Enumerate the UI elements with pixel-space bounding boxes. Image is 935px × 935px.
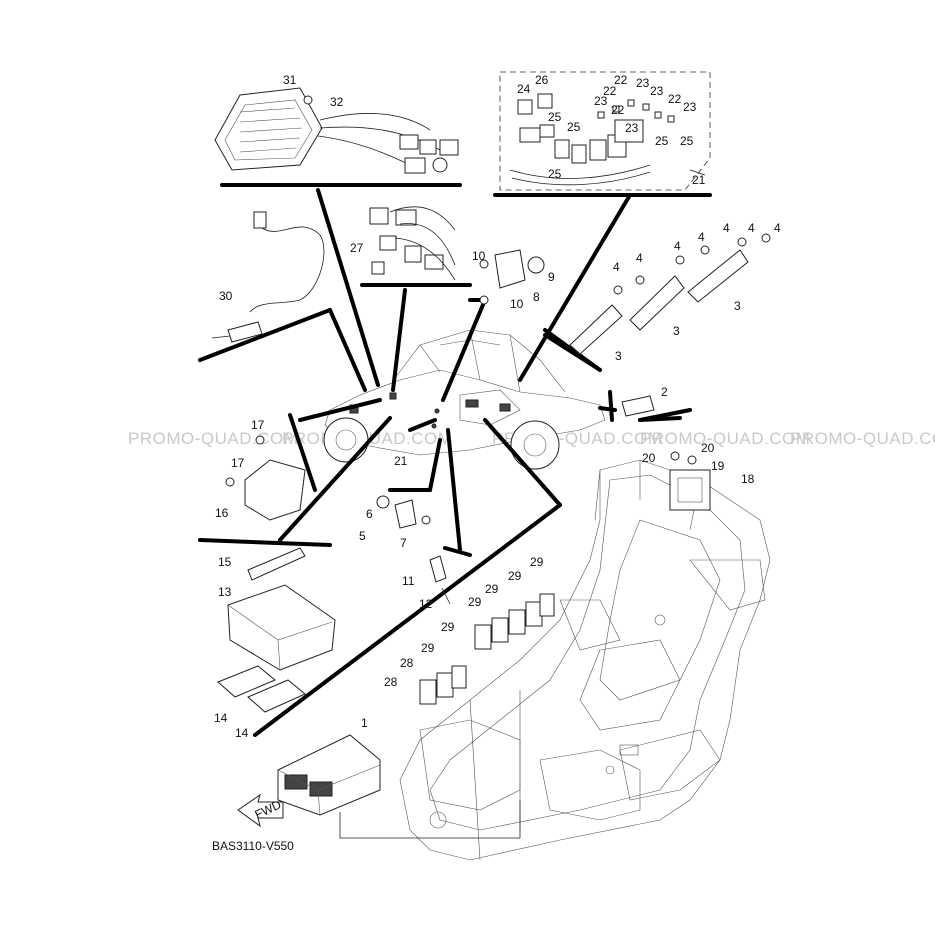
callout-4b: 4 <box>636 251 643 265</box>
callouts: 31 32 24 26 22 23 22 23 22 23 23 22 25 2… <box>214 73 781 740</box>
callout-11: 11 <box>402 574 415 588</box>
callout-12: 12 <box>419 597 433 611</box>
part-31-module <box>214 87 459 174</box>
callout-1: 1 <box>361 716 368 730</box>
callout-7: 7 <box>400 536 407 550</box>
callout-22d: 22 <box>611 103 625 117</box>
callout-19: 19 <box>711 459 725 473</box>
callout-28b: 28 <box>384 675 398 689</box>
leader-lines <box>198 183 712 737</box>
frame-chassis <box>399 459 771 861</box>
part-3-injectors <box>569 233 771 355</box>
watermark-4: PROMO-QUAD.COM <box>640 429 810 448</box>
watermark-1: PROMO-QUAD.COM <box>128 429 298 448</box>
callout-3a: 3 <box>734 299 741 313</box>
callout-25e: 25 <box>548 167 562 181</box>
fwd-arrow: FWD <box>237 793 284 828</box>
callout-23a: 23 <box>636 76 650 90</box>
part-21-relay-box <box>499 71 711 191</box>
callout-17b: 17 <box>231 456 245 470</box>
callout-25b: 25 <box>567 120 581 134</box>
callout-22a: 22 <box>614 73 628 87</box>
callout-16: 16 <box>215 506 229 520</box>
callout-23e: 23 <box>625 121 639 135</box>
callout-25d: 25 <box>680 134 694 148</box>
part-30-sensor <box>211 211 325 343</box>
callout-14a: 14 <box>214 711 228 725</box>
callout-4c: 4 <box>674 239 681 253</box>
callout-23c: 23 <box>594 94 608 108</box>
part-29-relays <box>419 593 555 705</box>
part-18-relay <box>669 451 711 511</box>
callout-5: 5 <box>359 529 366 543</box>
drawing-code: BAS3110-V550 <box>212 839 294 853</box>
callout-13: 13 <box>218 585 232 599</box>
callout-27: 27 <box>350 241 364 255</box>
callout-32: 32 <box>330 95 344 109</box>
callout-20a: 20 <box>642 451 656 465</box>
callout-2: 2 <box>661 385 668 399</box>
callout-18: 18 <box>741 472 755 486</box>
callout-4g: 4 <box>774 221 781 235</box>
callout-29e: 29 <box>441 620 455 634</box>
part-13-cover <box>227 584 336 671</box>
part-11-sensor <box>429 555 451 605</box>
callout-22c: 22 <box>668 92 682 106</box>
watermark-5: PROMO-QUAD.COM <box>790 429 935 448</box>
part-16-box <box>225 435 306 521</box>
callout-29f: 29 <box>421 641 435 655</box>
callout-21b: 21 <box>394 454 408 468</box>
callout-23d: 23 <box>683 100 697 114</box>
callout-10a: 10 <box>472 249 486 263</box>
callout-28a: 28 <box>400 656 414 670</box>
callout-29b: 29 <box>508 569 522 583</box>
callout-9: 9 <box>548 270 555 284</box>
part-1-ecu <box>277 734 381 816</box>
callout-23b: 23 <box>650 84 664 98</box>
callout-31: 31 <box>283 73 297 87</box>
callout-25a: 25 <box>548 110 562 124</box>
part-6-sensor <box>376 495 431 529</box>
callout-8: 8 <box>533 290 540 304</box>
part-2-sensor <box>621 395 655 417</box>
callout-29c: 29 <box>485 582 499 596</box>
part-15-strap <box>247 547 306 581</box>
callout-4f: 4 <box>748 221 755 235</box>
callout-3b: 3 <box>673 324 680 338</box>
callout-30: 30 <box>219 289 233 303</box>
callout-25c: 25 <box>655 134 669 148</box>
vehicle-outline <box>323 329 606 470</box>
callout-4d: 4 <box>698 230 705 244</box>
callout-6: 6 <box>366 507 373 521</box>
callout-15: 15 <box>218 555 232 569</box>
callout-4e: 4 <box>723 221 730 235</box>
callout-24: 24 <box>517 82 531 96</box>
callout-26: 26 <box>535 73 549 87</box>
callout-14b: 14 <box>235 726 249 740</box>
callout-29d: 29 <box>468 595 482 609</box>
callout-21a: 21 <box>692 173 706 187</box>
part-14-pads <box>217 665 306 713</box>
callout-20b: 20 <box>701 441 715 455</box>
part-27-connectors <box>369 206 456 281</box>
part-8-sensor <box>479 249 545 305</box>
callout-17a: 17 <box>251 418 265 432</box>
callout-10b: 10 <box>510 297 524 311</box>
callout-4a: 4 <box>613 260 620 274</box>
callout-22b: 22 <box>603 84 617 98</box>
callout-3c: 3 <box>615 349 622 363</box>
callout-29a: 29 <box>530 555 544 569</box>
